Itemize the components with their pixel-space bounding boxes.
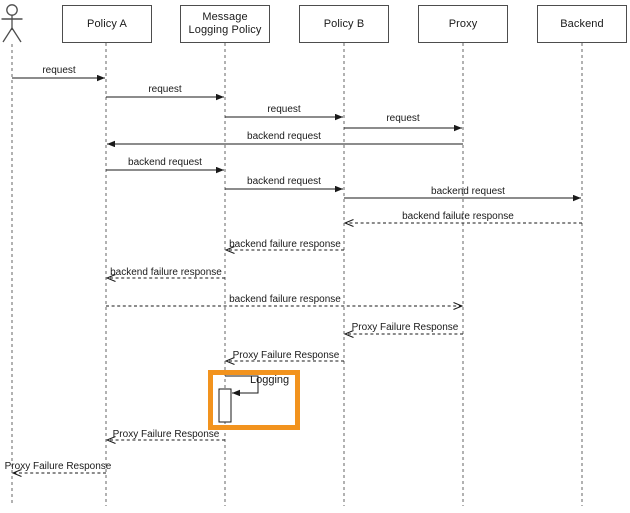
message-label-m7: backend request (247, 176, 321, 187)
message-label-m14: Proxy Failure Response (232, 350, 340, 361)
self-message-loop (225, 375, 259, 397)
self-message-logging (218, 375, 259, 423)
participant-box-backend[interactable]: Backend (537, 5, 627, 43)
message-label-m3: request (267, 104, 301, 115)
self-message-label-logging: Logging (250, 374, 290, 386)
participant-box-policy-b[interactable]: Policy B (299, 5, 389, 43)
message-label-m4: request (386, 113, 420, 124)
message-label-m2: request (148, 84, 182, 95)
message-label-m13: Proxy Failure Response (351, 322, 459, 333)
message-label-m11: backend failure response (110, 267, 222, 278)
message-label-m16: Proxy Failure Response (4, 461, 112, 472)
message-label-m9: backend failure response (402, 211, 514, 222)
activation-bar (218, 388, 232, 423)
messages-group (11, 74, 582, 477)
message-label-m10: backend failure response (229, 239, 341, 250)
message-label-m1: request (42, 65, 76, 76)
highlight-rect[interactable] (208, 370, 300, 430)
logging-highlight-box (208, 370, 300, 430)
message-label-m6: backend request (128, 157, 202, 168)
message-label-m8: backend request (431, 186, 505, 197)
message-label-m5: backend request (247, 131, 321, 142)
participant-box-policy-a[interactable]: Policy A (62, 5, 152, 43)
message-label-m15: Proxy Failure Response (112, 429, 220, 440)
actor-stick-figure (1, 4, 23, 43)
participant-box-message-logging-policy[interactable]: Message Logging Policy (180, 5, 270, 43)
participant-box-proxy[interactable]: Proxy (418, 5, 508, 43)
message-label-m12: backend failure response (229, 294, 341, 305)
